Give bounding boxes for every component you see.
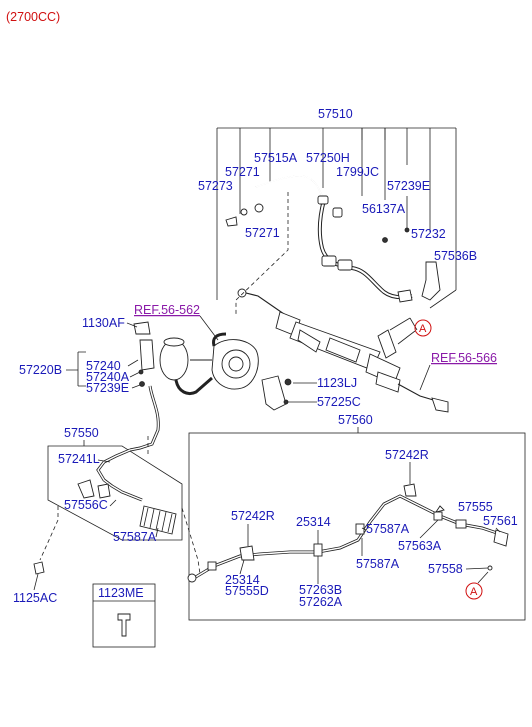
label-57587a-left: 57587A	[113, 530, 157, 544]
label-57515a: 57515A	[254, 151, 298, 165]
return-line-box	[188, 432, 526, 621]
inset-title: 1123ME	[98, 586, 144, 600]
label-57241l: 57241L	[58, 452, 100, 466]
label-56137a: 56137A	[362, 202, 406, 216]
engine-caption: (2700CC)	[6, 10, 60, 24]
label-1799jc: 1799JC	[336, 165, 379, 179]
pressure-hose-assembly	[225, 175, 441, 303]
label-57262a: 57262A	[299, 595, 343, 609]
label-57250h: 57250H	[306, 151, 350, 165]
label-57273: 57273	[198, 179, 233, 193]
label-57587a-mid: 57587A	[356, 557, 400, 571]
label-57563a: 57563A	[398, 539, 442, 553]
label-57240a: 57240A	[86, 370, 130, 384]
label-57263b: 57263B	[299, 583, 342, 597]
label-57271: 57271	[225, 165, 260, 179]
oil-cooler	[33, 436, 201, 575]
label-57555: 57555	[458, 500, 493, 514]
ref-56-562[interactable]: REF.56-562	[134, 303, 200, 317]
label-57220b: 57220B	[19, 363, 62, 377]
ref-56-566[interactable]: REF.56-566	[431, 351, 497, 365]
bracket-57510	[216, 127, 457, 309]
label-57558: 57558	[428, 562, 463, 576]
label-1130af: 1130AF	[82, 316, 125, 330]
label-57239e-mid: 57239E	[86, 381, 129, 395]
steering-gear-rack	[237, 288, 449, 413]
label-57242r-top: 57242R	[385, 448, 429, 462]
label-57560: 57560	[338, 413, 373, 427]
power-steering-pump	[129, 192, 289, 452]
callout-a-top-letter: A	[419, 323, 427, 335]
label-57555d: 57555D	[225, 584, 269, 598]
callout-a-bottom-letter: A	[470, 586, 478, 598]
callout-a-top	[414, 319, 432, 337]
label-57242r-mid: 57242R	[231, 509, 275, 523]
gear-mount-bracket	[261, 375, 292, 411]
label-1123lj: 1123LJ	[317, 376, 357, 390]
label-57225c: 57225C	[317, 395, 361, 409]
label-57239e-top: 57239E	[387, 179, 430, 193]
label-25314-bottom: 25314	[225, 573, 260, 587]
label-57550: 57550	[64, 426, 99, 440]
label-25314-top: 25314	[296, 515, 331, 529]
label-57510: 57510	[318, 107, 353, 121]
label-57561: 57561	[483, 514, 518, 528]
label-57587a-right: 57587A	[366, 522, 410, 536]
label-1125ac: 1125AC	[13, 591, 57, 605]
inset-1123me	[92, 583, 156, 648]
cooler-box	[47, 445, 183, 541]
label-57240: 57240	[86, 359, 121, 373]
label-57232: 57232	[411, 227, 446, 241]
label-57536b: 57536B	[434, 249, 477, 263]
label-57271-lower: 57271	[245, 226, 280, 240]
callout-a-bottom	[465, 582, 483, 600]
label-57556c: 57556C	[64, 498, 108, 512]
